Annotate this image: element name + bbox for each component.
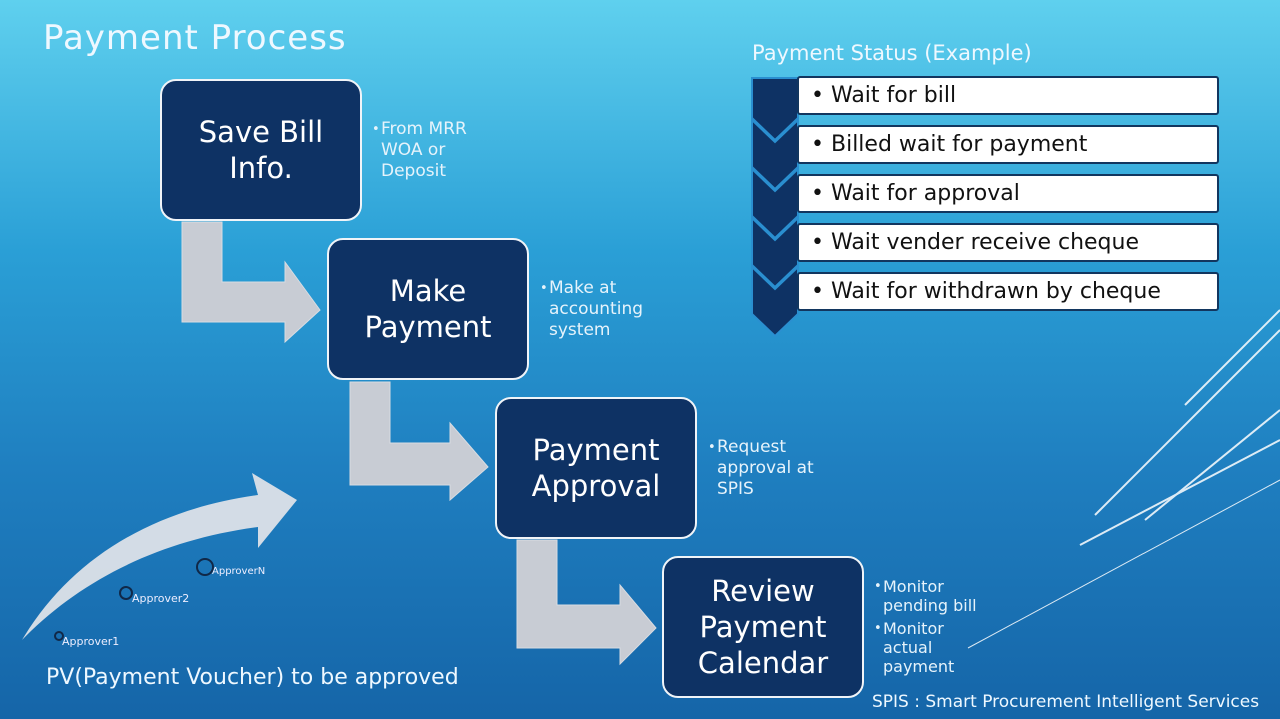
arrow-step2-step3 <box>349 381 489 502</box>
approval-curve-arrow <box>22 473 297 640</box>
status-item: • Billed wait for payment <box>797 125 1219 164</box>
spis-footnote: SPIS : Smart Procurement Intelligent Ser… <box>872 692 1260 712</box>
pv-label: PV(Payment Voucher) to be approved <box>46 665 459 690</box>
page-title: Payment Process <box>43 18 347 58</box>
status-item: • Wait vender receive cheque <box>797 223 1219 262</box>
step-label: Save Bill Info. <box>198 115 324 185</box>
step-note: •Make at accounting system <box>540 278 644 340</box>
status-item: • Wait for bill <box>797 76 1219 115</box>
step-review-payment-calendar: Review Payment Calendar <box>662 556 864 698</box>
approver-marker <box>119 586 133 600</box>
step-note: • Request approval at SPIS <box>708 437 814 499</box>
step-payment-approval: Payment Approval <box>495 397 697 539</box>
status-item: • Wait for approval <box>797 174 1219 213</box>
approver-label: Approver1 <box>62 635 120 648</box>
step-make-payment: Make Payment <box>327 238 529 380</box>
step-note: •Monitor pending bill <box>874 577 977 615</box>
approver-marker <box>196 558 214 576</box>
status-title: Payment Status (Example) <box>752 41 1032 65</box>
status-chevrons <box>751 77 799 338</box>
step-label: Make Payment <box>364 274 492 344</box>
status-item: • Wait for withdrawn by cheque <box>797 272 1219 311</box>
step-note: •Monitor actual payment <box>874 619 955 676</box>
step-save-bill-info: Save Bill Info. <box>160 79 362 221</box>
step-note: •From MRR WOA or Deposit <box>372 119 467 181</box>
flow-arrows <box>181 221 657 666</box>
decorative-lines <box>967 309 1280 649</box>
arrow-step1-step2 <box>181 221 321 344</box>
step-label: Payment Approval <box>531 433 661 503</box>
approver-marker <box>54 631 64 641</box>
approver-label: ApproverN <box>212 566 266 577</box>
arrow-step3-step4 <box>516 539 657 666</box>
step-label: Review Payment Calendar <box>697 574 829 680</box>
approver-label: Approver2 <box>132 592 190 605</box>
